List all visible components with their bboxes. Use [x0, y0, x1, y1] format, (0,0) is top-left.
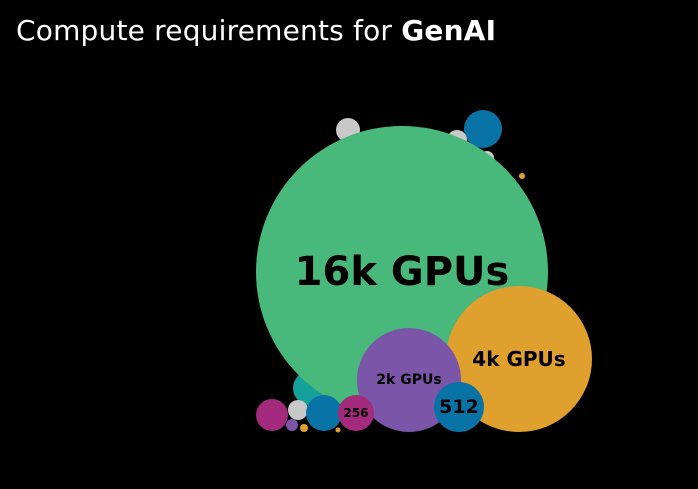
bubble-256 — [338, 395, 374, 431]
bubble-512-label: 512 — [439, 396, 479, 418]
bubble-2k-gpus-label: 2k GPUs — [376, 372, 441, 388]
bubble-unlabeled-15 — [519, 173, 525, 179]
bubble-unlabeled-8 — [464, 110, 502, 148]
bubble-unlabeled-14 — [300, 424, 308, 432]
page-title: Compute requirements for GenAI — [16, 14, 496, 47]
bubble-unlabeled-6 — [256, 399, 288, 431]
bubble-512 — [434, 382, 484, 432]
bubble-unlabeled-13 — [286, 419, 298, 431]
bubble-4k-gpus-label: 4k GPUs — [472, 347, 565, 371]
title-emphasis: GenAI — [401, 14, 497, 47]
bubble-unlabeled-12 — [288, 400, 308, 420]
bubble-4k-gpus — [446, 286, 592, 432]
title-prefix: Compute requirements for — [16, 14, 402, 47]
bubble-16k-gpus-label: 16k GPUs — [295, 249, 510, 295]
bubble-256-label: 256 — [343, 406, 368, 420]
bubble-unlabeled-5 — [306, 395, 342, 431]
bubble-unlabeled-16 — [335, 427, 341, 433]
